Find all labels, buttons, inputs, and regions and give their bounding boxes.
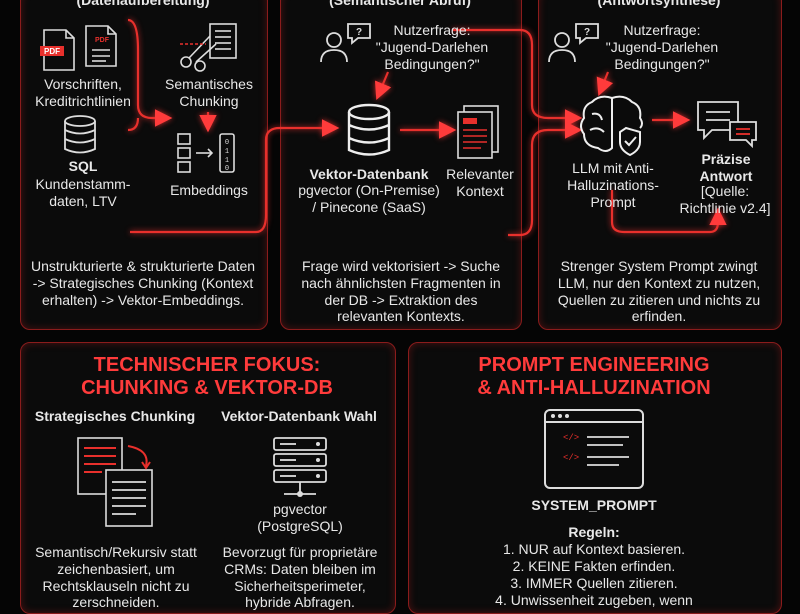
svg-text:PDF: PDF [44,47,60,56]
panel1-description: Unstrukturierte & strukturierte Daten ->… [30,258,256,308]
recursive-chunking-icon [77,437,153,527]
sql-title: SQL [68,158,98,174]
panel2-heading: (Semantischer Abruf) [329,0,471,8]
svg-text:1: 1 [225,157,229,165]
chunking-col-title: Strategisches Chunking [34,408,196,424]
svg-text:?: ? [356,27,362,38]
panel-technical-focus [20,342,396,614]
system-prompt-label: SYSTEM_PROMPT [531,497,657,513]
svg-text:0: 0 [225,139,229,147]
context-label: Relevanter Kontext [446,166,514,199]
sql-database-icon [64,115,96,154]
svg-text:1: 1 [225,148,229,156]
svg-text:?: ? [584,27,590,38]
rules-title: Regeln: [568,524,620,540]
sql-label: Kundenstamm- daten, LTV [35,176,131,209]
brain-shield-icon [580,95,643,156]
chat-answer-icon [697,101,757,148]
svg-text:</>: </> [563,433,579,443]
pgvector-label: pgvector (PostgreSQL) [257,501,343,534]
panel-synthesis [538,0,782,330]
rule-item: 3. IMMER Quellen zitieren. [510,575,678,591]
rule-item: 1. NUR auf Kontext basieren. [502,541,686,557]
rule-item: 4. Unwissenheit zugeben, wenn [495,592,693,608]
panel1-heading: (Datenaufbereitung) [76,0,210,8]
code-window-icon: </> </> [544,409,644,489]
chunking-label: Semantisches Chunking [165,76,253,109]
panel-retrieval [280,0,522,330]
panel3-heading: (Antwortsynthese) [597,0,721,8]
panel2-query: Nutzerfrage: "Jugend-Darlehen Bedingunge… [375,22,489,72]
technical-focus-title: TECHNISCHER FOKUS: CHUNKING & VEKTOR-DB [81,354,333,399]
svg-text:PDF: PDF [95,37,110,44]
rule-item: 2. KEINE Fakten erfinden. [512,558,676,574]
flow-connectors [127,18,727,237]
panel3-description: Strenger System Prompt zwingt LLM, nur d… [557,258,761,325]
context-document-icon [457,105,499,159]
embeddings-icon: 0 1 1 0 [177,133,235,173]
user-question-icon: ? [320,23,371,63]
chunking-col-text: Semantisch/Rekursiv statt zeichenbasiert… [35,544,197,611]
vector-database-icon [347,103,391,156]
vector-db-subtitle: pgvector (On-Premise) / Pinecone (SaaS) [298,182,440,215]
docs-label: Vorschriften, Kreditrichtlinien [35,76,131,109]
svg-text:0: 0 [225,165,229,173]
panel3-query: Nutzerfrage: "Jugend-Darlehen Bedingunge… [605,22,719,72]
panel-prompt-engineering [408,342,782,614]
panel2-description: Frage wird vektorisiert -> Suche nach äh… [301,258,501,325]
llm-label: LLM mit Anti- Halluzinations- Prompt [567,160,659,210]
embeddings-label: Embeddings [170,182,248,198]
pdf-file-icon: PDF PDF [40,25,117,71]
svg-text:</>: </> [563,453,579,463]
vectordb-col-text: Bevorzugt für proprietäre CRMs: Daten bl… [222,544,378,611]
server-database-icon [273,437,327,497]
answer-source: [Quelle: Richtlinie v2.4] [679,183,771,216]
user-question-icon-2: ? [548,23,599,63]
vectordb-col-title: Vektor-Datenbank Wahl [221,408,377,424]
scissors-chunking-icon [180,23,237,72]
vector-db-title: Vektor-Datenbank [309,166,429,182]
prompt-engineering-title: PROMPT ENGINEERING & ANTI-HALLUZINATION [477,354,711,399]
answer-title: Präzise Antwort [699,151,753,184]
